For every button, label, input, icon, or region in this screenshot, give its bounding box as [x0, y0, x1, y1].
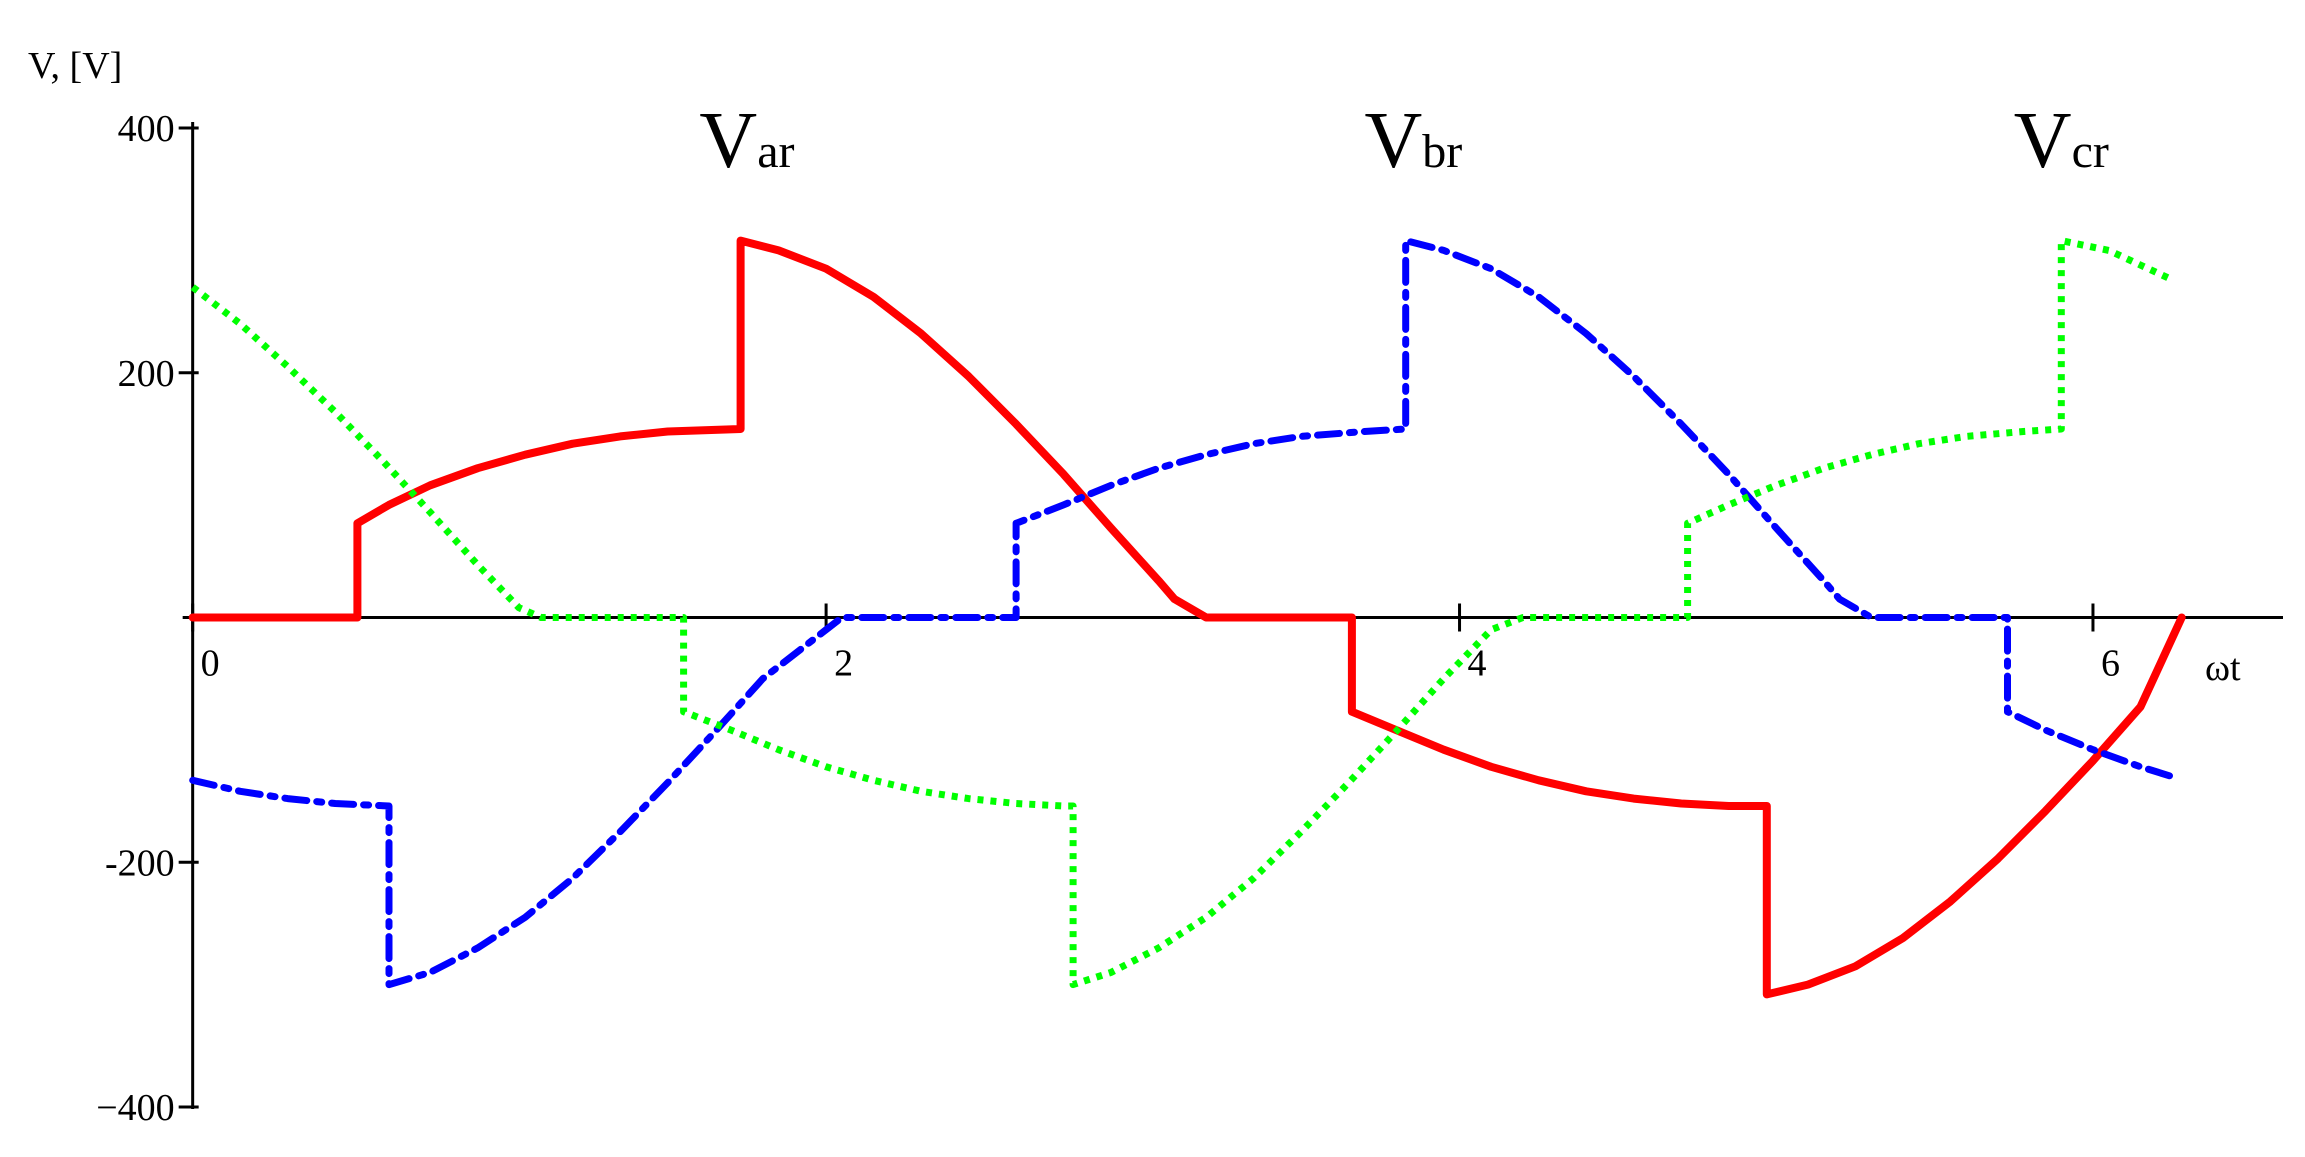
series-line-vcr	[190, 237, 2174, 989]
x-axis-label: ωt	[2205, 647, 2241, 689]
series-label-sub: cr	[2072, 125, 2109, 178]
series-label-sub: ar	[757, 125, 794, 178]
series-label-main: V	[2014, 97, 2072, 185]
series-group	[188, 236, 2186, 999]
y-tick-label: 200	[118, 353, 175, 395]
series-label-vcr: Vcr	[2014, 97, 2109, 185]
y-tick-label: -200	[105, 842, 175, 884]
y-axis-label: V, [V]	[28, 45, 122, 87]
series-line-var	[188, 236, 2186, 999]
y-tick-label: 400	[118, 108, 175, 150]
x-tick-label: 0	[201, 643, 220, 685]
series-line-vbr	[189, 237, 2176, 989]
series-label-main: V	[1365, 97, 1423, 185]
series-label-main: V	[699, 97, 757, 185]
y-tick-label: −400	[96, 1087, 174, 1129]
series-label-var: Var	[699, 97, 794, 185]
x-tick-label: 2	[834, 643, 853, 685]
x-tick-label: 6	[2101, 643, 2120, 685]
series-label-vbr: Vbr	[1365, 97, 1463, 185]
x-tick-label: 4	[1468, 643, 1487, 685]
series-label-sub: br	[1422, 125, 1462, 178]
